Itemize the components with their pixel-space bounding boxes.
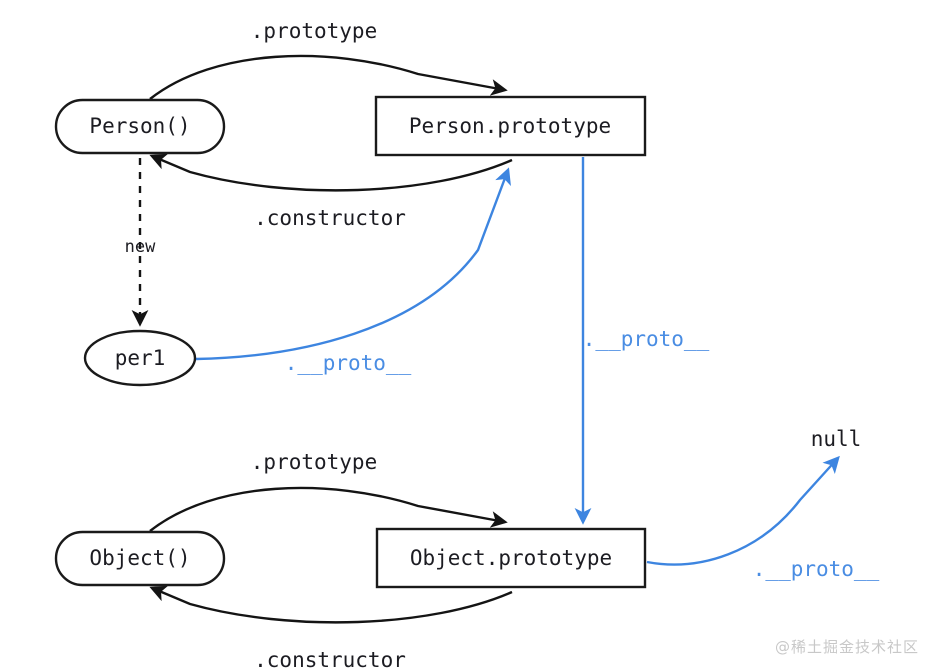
edge-label-object-prototype: .prototype: [251, 450, 377, 474]
edge-label-person-constructor: .constructor: [254, 206, 406, 230]
node-person-function[interactable]: [54, 98, 226, 155]
edge-person-constructor: [149, 153, 513, 192]
node-person-prototype[interactable]: [374, 95, 647, 157]
edge-label-new: new: [125, 237, 156, 257]
edge-label-person-prototype: .prototype: [251, 19, 377, 43]
node-person-prototype-label: Person.prototype: [409, 114, 611, 138]
node-object-prototype-label: Object.prototype: [410, 546, 612, 570]
edge-label-object-prototype-proto-null: .__proto__: [753, 557, 880, 581]
node-per1-label: per1: [115, 346, 166, 370]
edge-label-person-prototype-proto: .__proto__: [583, 327, 710, 351]
edge-object-constructor: [149, 585, 513, 624]
edge-label-object-constructor: .constructor: [254, 648, 406, 671]
edge-per1-proto: [195, 167, 511, 361]
node-object-function[interactable]: [54, 530, 226, 587]
edge-person-prototype: [149, 54, 508, 100]
edge-label-per1-proto: .__proto__: [285, 351, 412, 375]
watermark: @稀土掘金技术社区: [774, 638, 919, 656]
edge-object-prototype-proto-null: [646, 455, 840, 566]
edge-object-prototype: [149, 486, 508, 532]
node-per1[interactable]: [83, 329, 197, 387]
node-object-prototype[interactable]: [375, 527, 647, 589]
node-object-function-label: Object(): [89, 546, 190, 570]
node-null-label: null: [811, 427, 862, 451]
node-person-function-label: Person(): [89, 114, 190, 138]
